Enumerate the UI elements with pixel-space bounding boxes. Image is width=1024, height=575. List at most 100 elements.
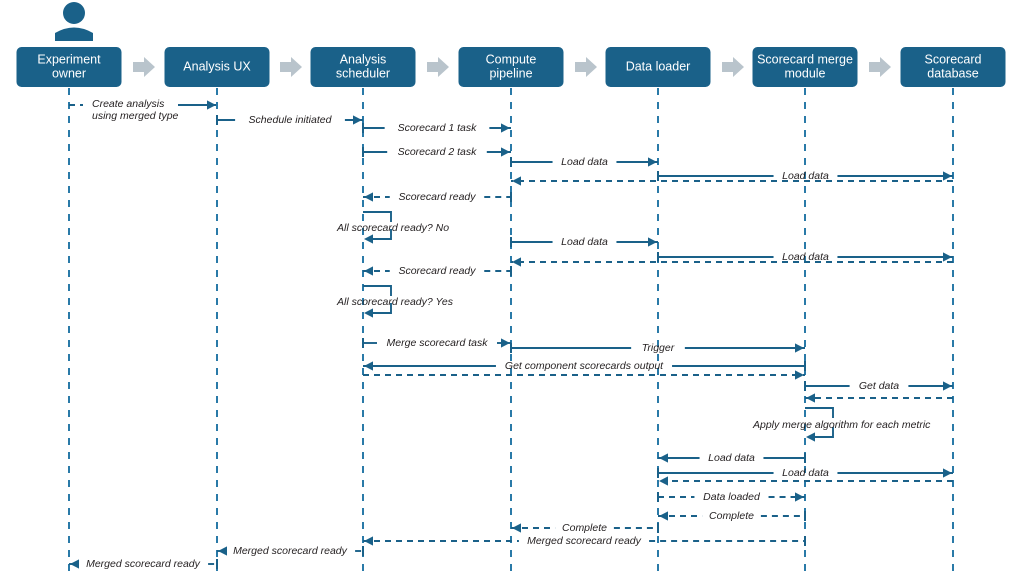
message-m18 — [805, 393, 953, 403]
message-label-m22: Data loaded — [703, 491, 761, 503]
actor-box-ux[interactable]: Analysis UX — [164, 47, 270, 87]
actor-label-compute: pipeline — [489, 66, 532, 80]
actor-label-loader: Data loader — [626, 59, 691, 73]
message-label-m26: Merged scorecard ready — [233, 545, 348, 557]
message-label-m08: Scorecard ready — [398, 191, 476, 203]
message-label-m01: Create analysis — [92, 98, 165, 110]
arrowhead-icon — [501, 338, 510, 348]
message-label-m17: Get data — [859, 380, 899, 392]
message-m19: Load data — [658, 452, 806, 464]
arrowhead-icon — [501, 123, 510, 133]
flow-scheduler-compute-icon — [427, 57, 449, 77]
arrowhead-icon — [943, 381, 952, 391]
message-m17: Get data — [804, 380, 953, 392]
actor-label-compute: Compute — [486, 52, 537, 66]
message-label-m25: Merged scorecard ready — [527, 535, 642, 547]
message-m05: Load data — [510, 156, 658, 168]
message-m11 — [511, 257, 953, 267]
message-label-m09: Load data — [561, 236, 608, 248]
message-m13: Merge scorecard task — [362, 337, 511, 349]
actor-label-database: database — [927, 66, 978, 80]
message-label-m06: Load data — [782, 170, 829, 182]
message-m21 — [658, 476, 953, 486]
message-label-m12: Scorecard ready — [398, 265, 476, 277]
arrowhead-icon — [364, 308, 373, 318]
arrowhead-icon — [943, 252, 952, 262]
self-loop-loop2: All scorecard ready? Yes — [336, 285, 454, 318]
message-label-m15: Get component scorecards output — [505, 360, 664, 372]
arrowhead-icon — [659, 453, 668, 463]
arrowhead-icon — [648, 157, 657, 167]
actor-box-rect-merge — [752, 47, 858, 87]
message-m12: Scorecard ready — [363, 265, 512, 277]
message-m22: Data loaded — [657, 491, 805, 503]
arrowhead-icon — [795, 370, 804, 380]
message-m16 — [363, 370, 805, 380]
message-m08: Scorecard ready — [363, 191, 512, 203]
actor-label-owner: owner — [52, 66, 86, 80]
arrowhead-icon — [70, 559, 79, 569]
actor-box-loader[interactable]: Data loader — [605, 47, 711, 87]
arrowhead-icon — [353, 115, 362, 125]
message-label-m10: Load data — [782, 251, 829, 263]
self-loop-loop3: Apply merge algorithm for each metric — [752, 407, 931, 442]
arrowhead-icon — [795, 492, 804, 502]
actor-box-rect-ux — [164, 47, 270, 87]
person-icon — [55, 2, 93, 41]
message-label-m03: Scorecard 1 task — [398, 122, 478, 134]
arrowhead-icon — [512, 176, 521, 186]
actor-label-merge: Scorecard merge — [757, 52, 853, 66]
message-label-m04: Scorecard 2 task — [398, 146, 478, 158]
message-m02: Schedule initiated — [216, 114, 363, 126]
arrowhead-icon — [512, 523, 521, 533]
flow-owner-ux-icon — [133, 57, 155, 77]
actor-box-rect-owner — [16, 47, 122, 87]
message-m07 — [511, 176, 953, 186]
message-m20: Load data — [657, 467, 953, 479]
flow-arrows-layer — [133, 57, 891, 77]
message-m10: Load data — [657, 251, 953, 263]
message-label-m27: Merged scorecard ready — [86, 558, 201, 570]
message-label-m01: using merged type — [92, 110, 179, 122]
actor-label-database: Scorecard — [925, 52, 982, 66]
message-m04: Scorecard 2 task — [362, 146, 511, 158]
arrowhead-icon — [943, 468, 952, 478]
flow-loader-merge-icon — [722, 57, 744, 77]
arrowhead-icon — [806, 393, 815, 403]
message-label-m24: Complete — [562, 522, 607, 534]
arrowhead-icon — [218, 546, 227, 556]
message-label-m02: Schedule initiated — [249, 114, 333, 126]
message-label-m13: Merge scorecard task — [387, 337, 489, 349]
actor-box-rect-scheduler — [310, 47, 416, 87]
message-m26: Merged scorecard ready — [217, 545, 364, 557]
arrowhead-icon — [512, 257, 521, 267]
message-label-m23: Complete — [709, 510, 754, 522]
flow-ux-scheduler-icon — [280, 57, 302, 77]
actor-box-rect-loader — [605, 47, 711, 87]
flow-compute-loader-icon — [575, 57, 597, 77]
arrowhead-icon — [659, 476, 668, 486]
message-m03: Scorecard 1 task — [362, 122, 511, 134]
flow-merge-database-icon — [869, 57, 891, 77]
arrowhead-icon — [364, 192, 373, 202]
arrowhead-icon — [364, 361, 373, 371]
arrowhead-icon — [648, 237, 657, 247]
message-m14: Trigger — [510, 342, 805, 354]
message-m23: Complete — [658, 510, 806, 522]
arrowhead-icon — [364, 234, 373, 244]
message-m06: Load data — [657, 170, 953, 182]
actor-label-owner: Experiment — [37, 52, 101, 66]
message-m27: Merged scorecard ready — [69, 558, 218, 570]
arrowhead-icon — [659, 511, 668, 521]
